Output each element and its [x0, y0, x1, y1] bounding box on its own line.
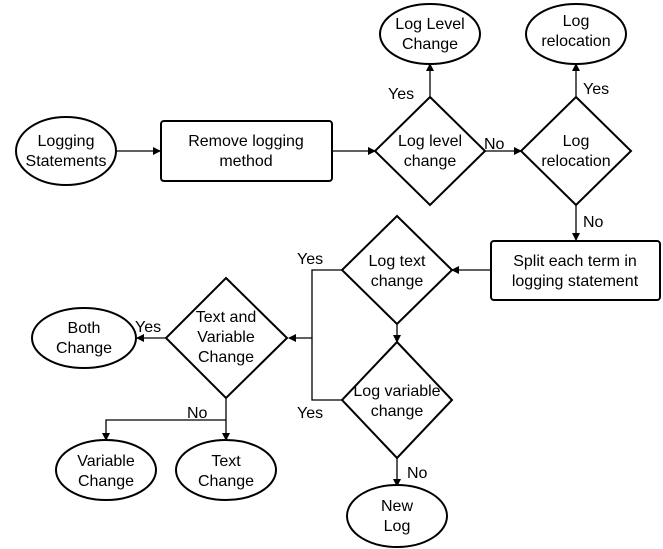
new-log-line2: Log [384, 518, 411, 535]
edge-tvc-no-variable [102, 419, 226, 441]
label-tvc-yes: Yes [135, 319, 161, 336]
log-relocation-result [525, 3, 627, 65]
log-level-change-result [379, 3, 481, 65]
log-level-result-line1: Log Level [395, 16, 464, 33]
split-each-term-node [490, 240, 661, 301]
remove-logging-line1: Remove logging [188, 133, 304, 150]
variable-change-line2: Change [78, 473, 134, 490]
log-text-change-decision [340, 214, 454, 326]
label-log-level-yes: Yes [388, 86, 414, 103]
edge-varchange-yes [311, 338, 342, 401]
text-change-result [175, 439, 277, 501]
logging-statements-line2: Statements [26, 153, 107, 170]
log-relocation-decision-line1: Log [563, 133, 590, 150]
log-relocation-decision-line2: relocation [541, 153, 610, 170]
log-relocation-result-line1: Log [563, 13, 590, 30]
split-term-line2: logging statement [512, 273, 639, 290]
edge-textchange-yes [288, 269, 342, 342]
log-level-decision-line1: Log level [398, 133, 462, 150]
both-change-result [31, 307, 137, 369]
label-tvc-no: No [187, 405, 208, 422]
log-variable-change-decision [340, 340, 454, 460]
logging-statements-node [15, 116, 117, 186]
label-relocation-no: No [583, 214, 604, 231]
remove-logging-line2: method [219, 153, 272, 170]
new-log-result [346, 484, 448, 548]
logging-statements-line1: Logging [38, 133, 95, 150]
log-variable-change-line2: change [371, 403, 424, 420]
label-variable-change-no: No [407, 465, 428, 482]
tvc-line2: Variable [197, 329, 255, 346]
log-variable-change-line1: Log variable [353, 383, 440, 400]
log-level-change-decision [373, 95, 487, 207]
label-text-change-yes: Yes [297, 251, 323, 268]
both-change-line2: Change [56, 340, 112, 357]
label-log-level-no: No [484, 136, 505, 153]
label-variable-change-yes: Yes [297, 405, 323, 422]
tvc-line3: Change [198, 349, 254, 366]
text-and-variable-change-decision [164, 276, 289, 400]
log-relocation-decision [519, 95, 633, 207]
variable-change-result [55, 439, 157, 501]
log-text-change-line2: change [371, 273, 424, 290]
log-text-change-line1: Log text [369, 253, 426, 270]
label-relocation-yes: Yes [583, 81, 609, 98]
log-level-decision-line2: change [404, 153, 457, 170]
log-level-result-line2: Change [402, 36, 458, 53]
both-change-line1: Both [68, 320, 101, 337]
log-relocation-result-line2: relocation [541, 33, 610, 50]
text-change-line2: Change [198, 473, 254, 490]
text-change-line1: Text [211, 453, 241, 470]
new-log-line1: New [381, 498, 413, 515]
tvc-line1: Text and [196, 309, 256, 326]
variable-change-line1: Variable [77, 453, 135, 470]
remove-logging-method-node [160, 120, 333, 182]
split-term-line1: Split each term in [513, 253, 637, 270]
